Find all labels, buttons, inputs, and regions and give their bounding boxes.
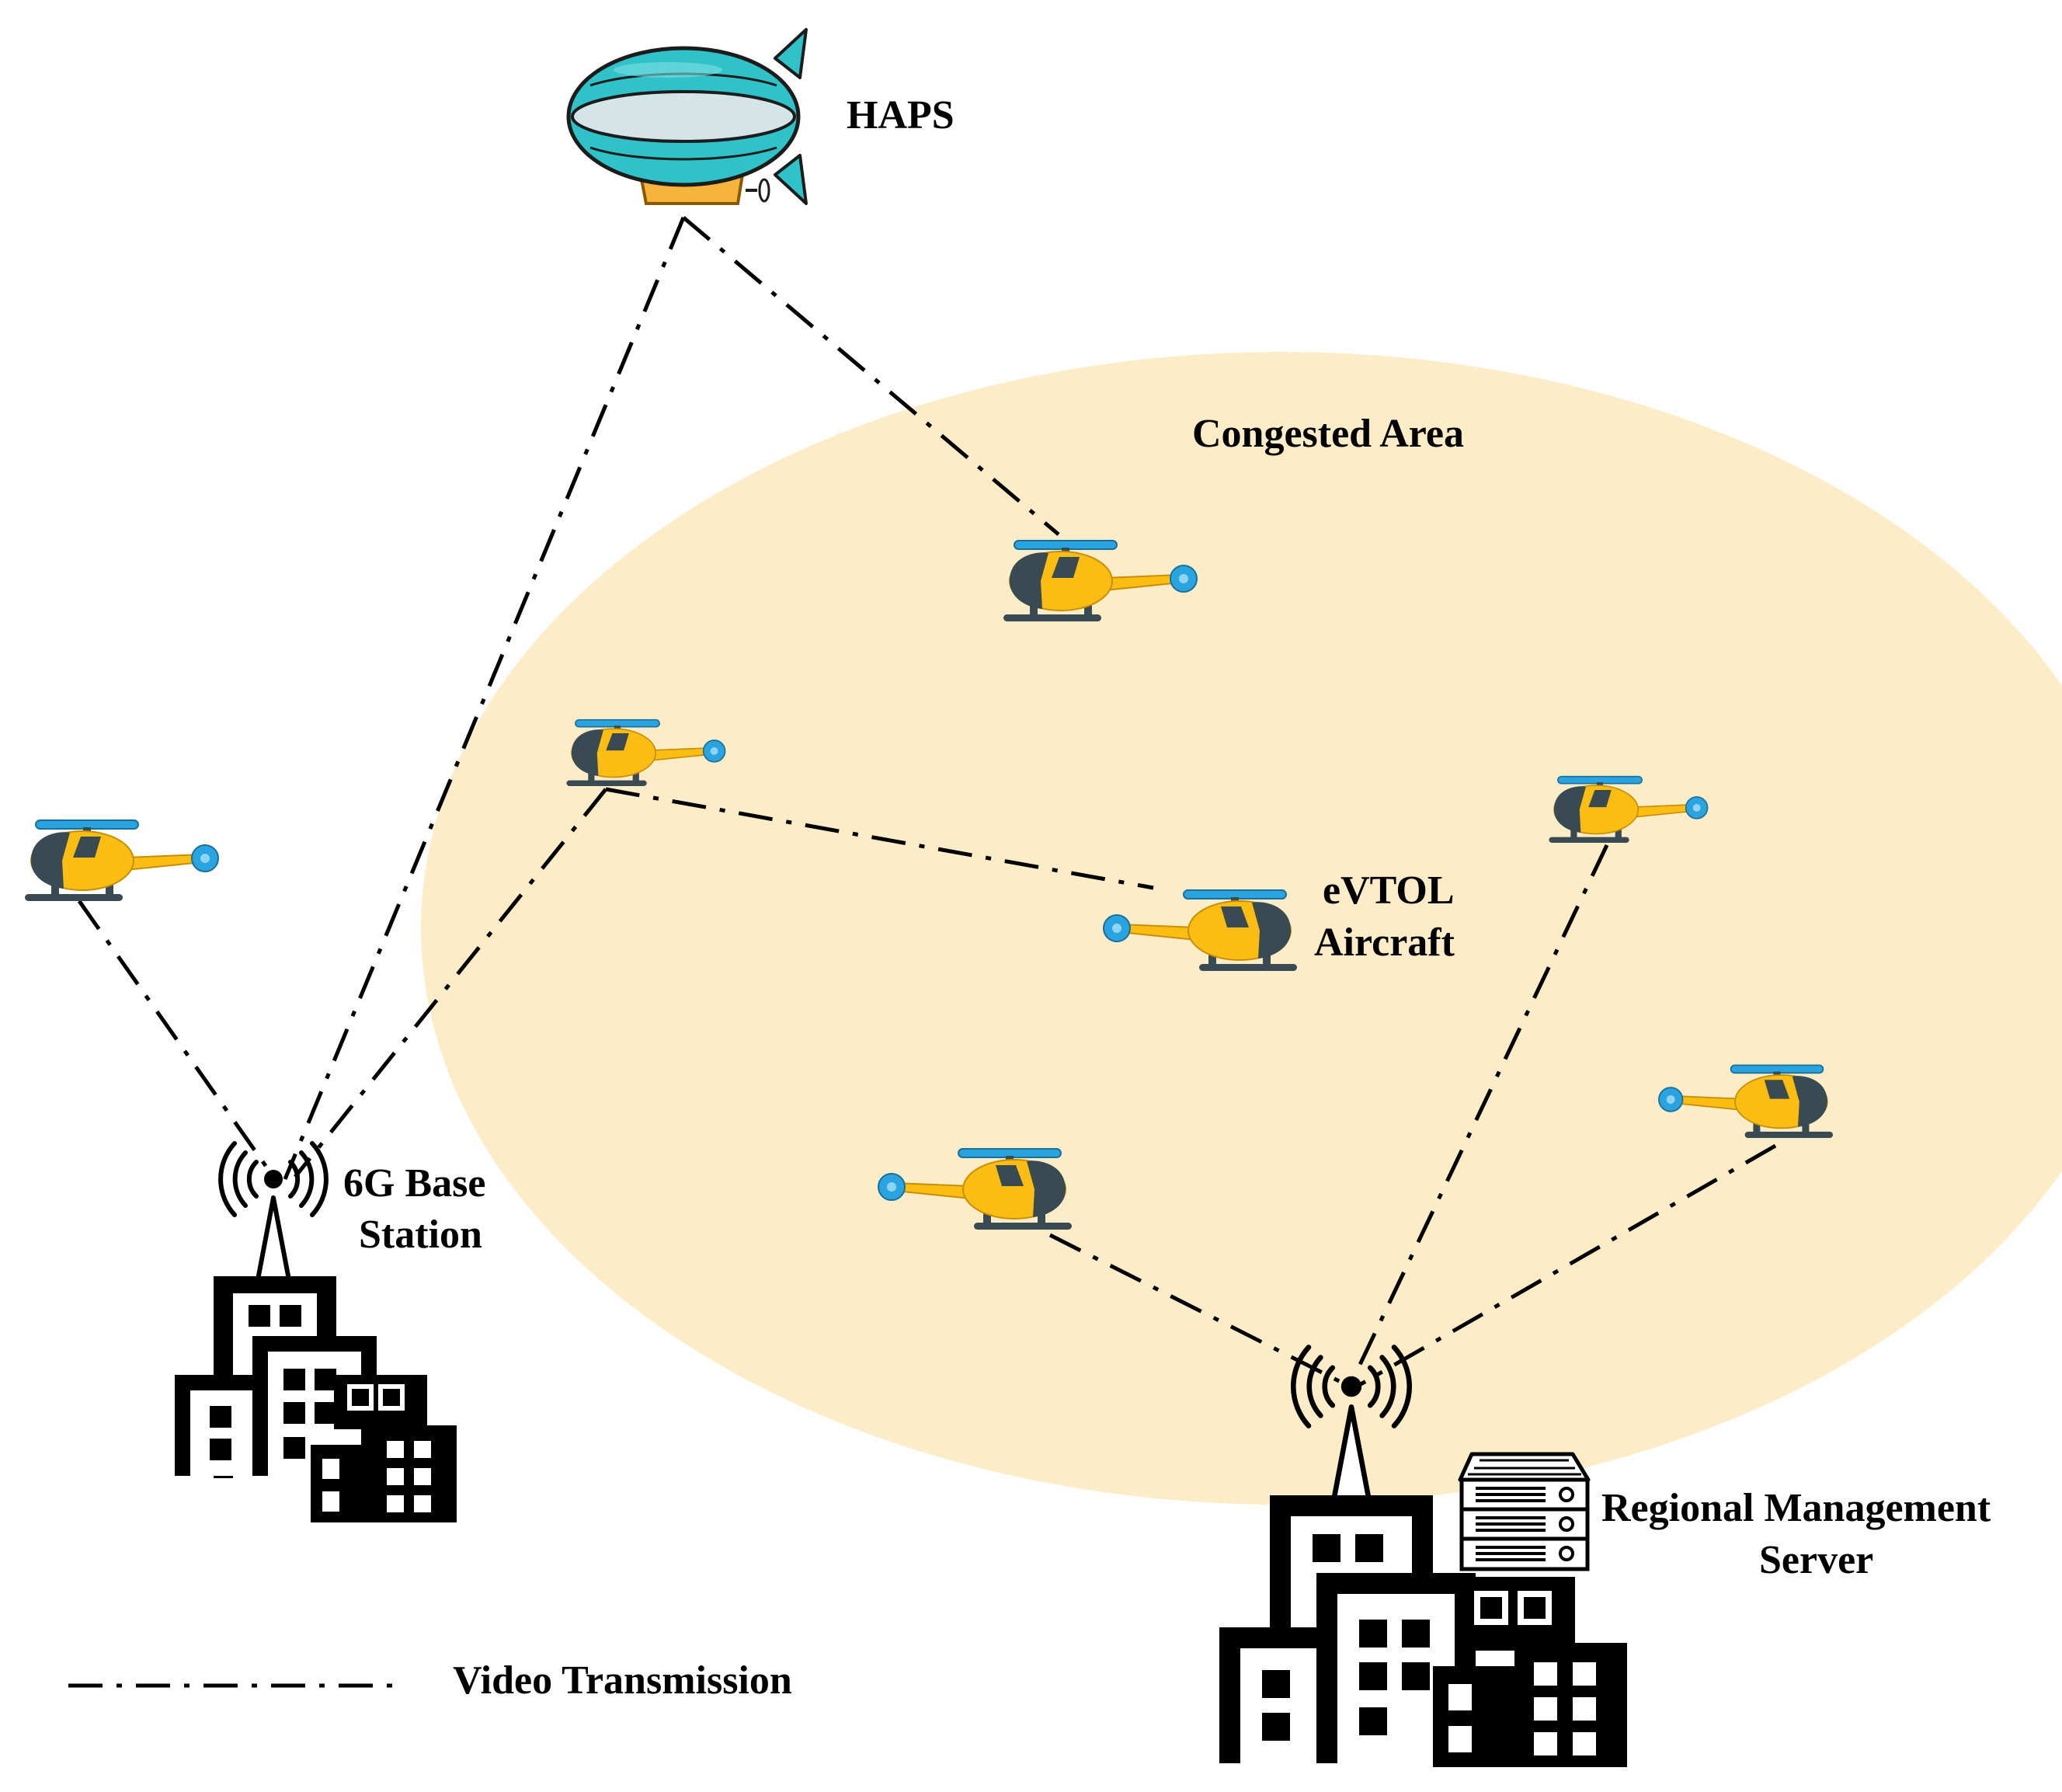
legend-label: Video Transmission	[453, 1658, 792, 1703]
congested-area-label: Congested Area	[1192, 412, 1464, 456]
link-basestation-to-evtol-mid	[294, 788, 607, 1178]
server-buildings-icon	[1219, 1495, 1627, 1767]
base-station-label-line1: 6G Base	[343, 1161, 485, 1206]
evtol-aircraft-label-line2: Aircraft	[1314, 920, 1455, 965]
evtol-aircraft-left-icon	[24, 819, 219, 902]
base-station-label-line2: Station	[359, 1213, 482, 1257]
link-server-to-evtol-right-bottom	[1359, 1143, 1777, 1387]
link-haps-to-evtol-top	[682, 216, 1060, 536]
server-label-line2: Server	[1759, 1538, 1873, 1582]
evtol-aircraft-label-line1: eVTOL	[1323, 868, 1455, 913]
haps-label: HAPS	[847, 93, 955, 137]
server-rack-icon	[1458, 1452, 1591, 1571]
haps-airship-icon	[566, 28, 808, 205]
link-server-to-evtol-right-top	[1349, 844, 1609, 1384]
link-evtol-mid-to-evtol-center	[605, 787, 1154, 890]
video-transmission-links	[68, 216, 1777, 1688]
base-station-tower-icon	[221, 1143, 326, 1288]
link-server-to-evtol-bottom-left	[1048, 1233, 1347, 1387]
link-basestation-to-evtol-left	[77, 899, 276, 1178]
base-station-buildings-icon	[175, 1276, 457, 1522]
server-label-line1: Regional Management	[1601, 1486, 1991, 1530]
